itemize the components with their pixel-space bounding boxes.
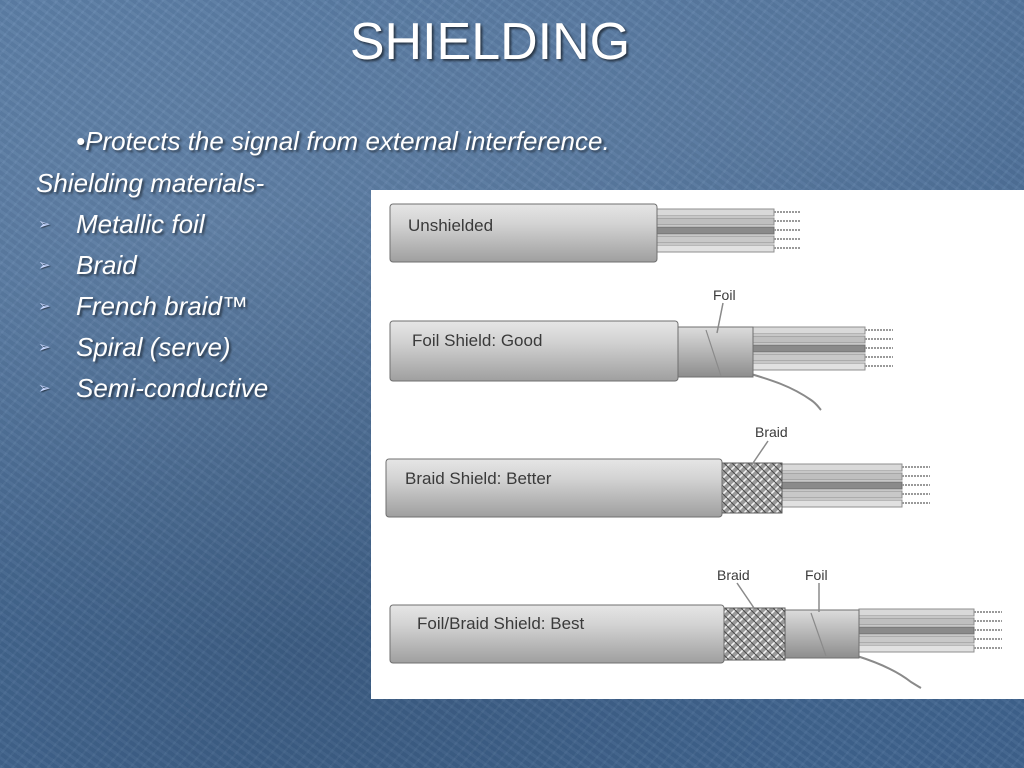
callout-line: [736, 582, 755, 609]
slide-title: SHIELDING: [349, 13, 631, 71]
chevron-right-icon: ➢: [38, 216, 51, 233]
drain-wire: [856, 655, 922, 689]
conductor-wires: [858, 608, 1002, 653]
foil-layer: [782, 609, 860, 659]
braid-callout: Braid: [755, 424, 788, 440]
callout-line: [716, 302, 724, 334]
cable-diagram: Unshielded Foil Shield: Good Foil: [385, 203, 1002, 689]
cable-foil-braid-shield: Foil/Braid Shield: Best Braid Foil: [389, 567, 1002, 689]
list-item: ➢ Semi-conductive: [36, 373, 268, 414]
list-item: ➢ Metallic foil: [36, 209, 268, 250]
braid-layer: [721, 462, 783, 514]
list-item-label: French braid™: [76, 291, 248, 321]
cable-label: Foil/Braid Shield: Best: [417, 614, 585, 633]
chevron-right-icon: ➢: [38, 257, 51, 274]
conductor-wires: [752, 326, 893, 371]
cable-foil-shield: Foil Shield: Good Foil: [389, 287, 893, 411]
cable-jacket: [385, 458, 723, 518]
cable-unshielded: Unshielded: [389, 203, 800, 263]
callout-line: [750, 440, 769, 467]
cable-shielding-figure: Unshielded Foil Shield: Good Foil: [371, 190, 1024, 699]
shielding-materials-heading: Shielding materials-: [36, 168, 265, 198]
cable-jacket: [389, 320, 679, 382]
cable-jacket: [389, 604, 725, 664]
list-item-label: Metallic foil: [76, 209, 205, 239]
list-item: ➢ Braid: [36, 250, 268, 291]
list-item-label: Braid: [76, 250, 137, 280]
chevron-right-icon: ➢: [38, 380, 51, 397]
list-item-label: Semi-conductive: [76, 373, 269, 403]
braid-layer: [723, 607, 786, 661]
materials-list: ➢ Metallic foil ➢ Braid ➢ French braid™ ➢ Sp…: [36, 209, 268, 414]
cable-braid-shield: Braid Shield: Better Braid: [385, 424, 930, 518]
conductor-wires: [656, 208, 800, 253]
list-item: ➢ Spiral (serve): [36, 332, 268, 373]
intro-text: •Protects the signal from external inter…: [76, 126, 610, 156]
foil-layer: [677, 326, 754, 378]
list-item: ➢ French braid™: [36, 291, 268, 332]
drain-wire: [750, 373, 822, 411]
cable-label: Unshielded: [408, 216, 493, 235]
braid-callout: Braid: [717, 567, 750, 583]
cable-jacket: [389, 203, 658, 263]
cable-label: Foil Shield: Good: [412, 331, 542, 350]
list-item-label: Spiral (serve): [76, 332, 231, 362]
foil-callout: Foil: [713, 287, 736, 303]
chevron-right-icon: ➢: [38, 298, 51, 315]
foil-callout: Foil: [805, 567, 828, 583]
conductor-wires: [781, 463, 930, 508]
cable-label: Braid Shield: Better: [405, 469, 552, 488]
chevron-right-icon: ➢: [38, 339, 51, 356]
